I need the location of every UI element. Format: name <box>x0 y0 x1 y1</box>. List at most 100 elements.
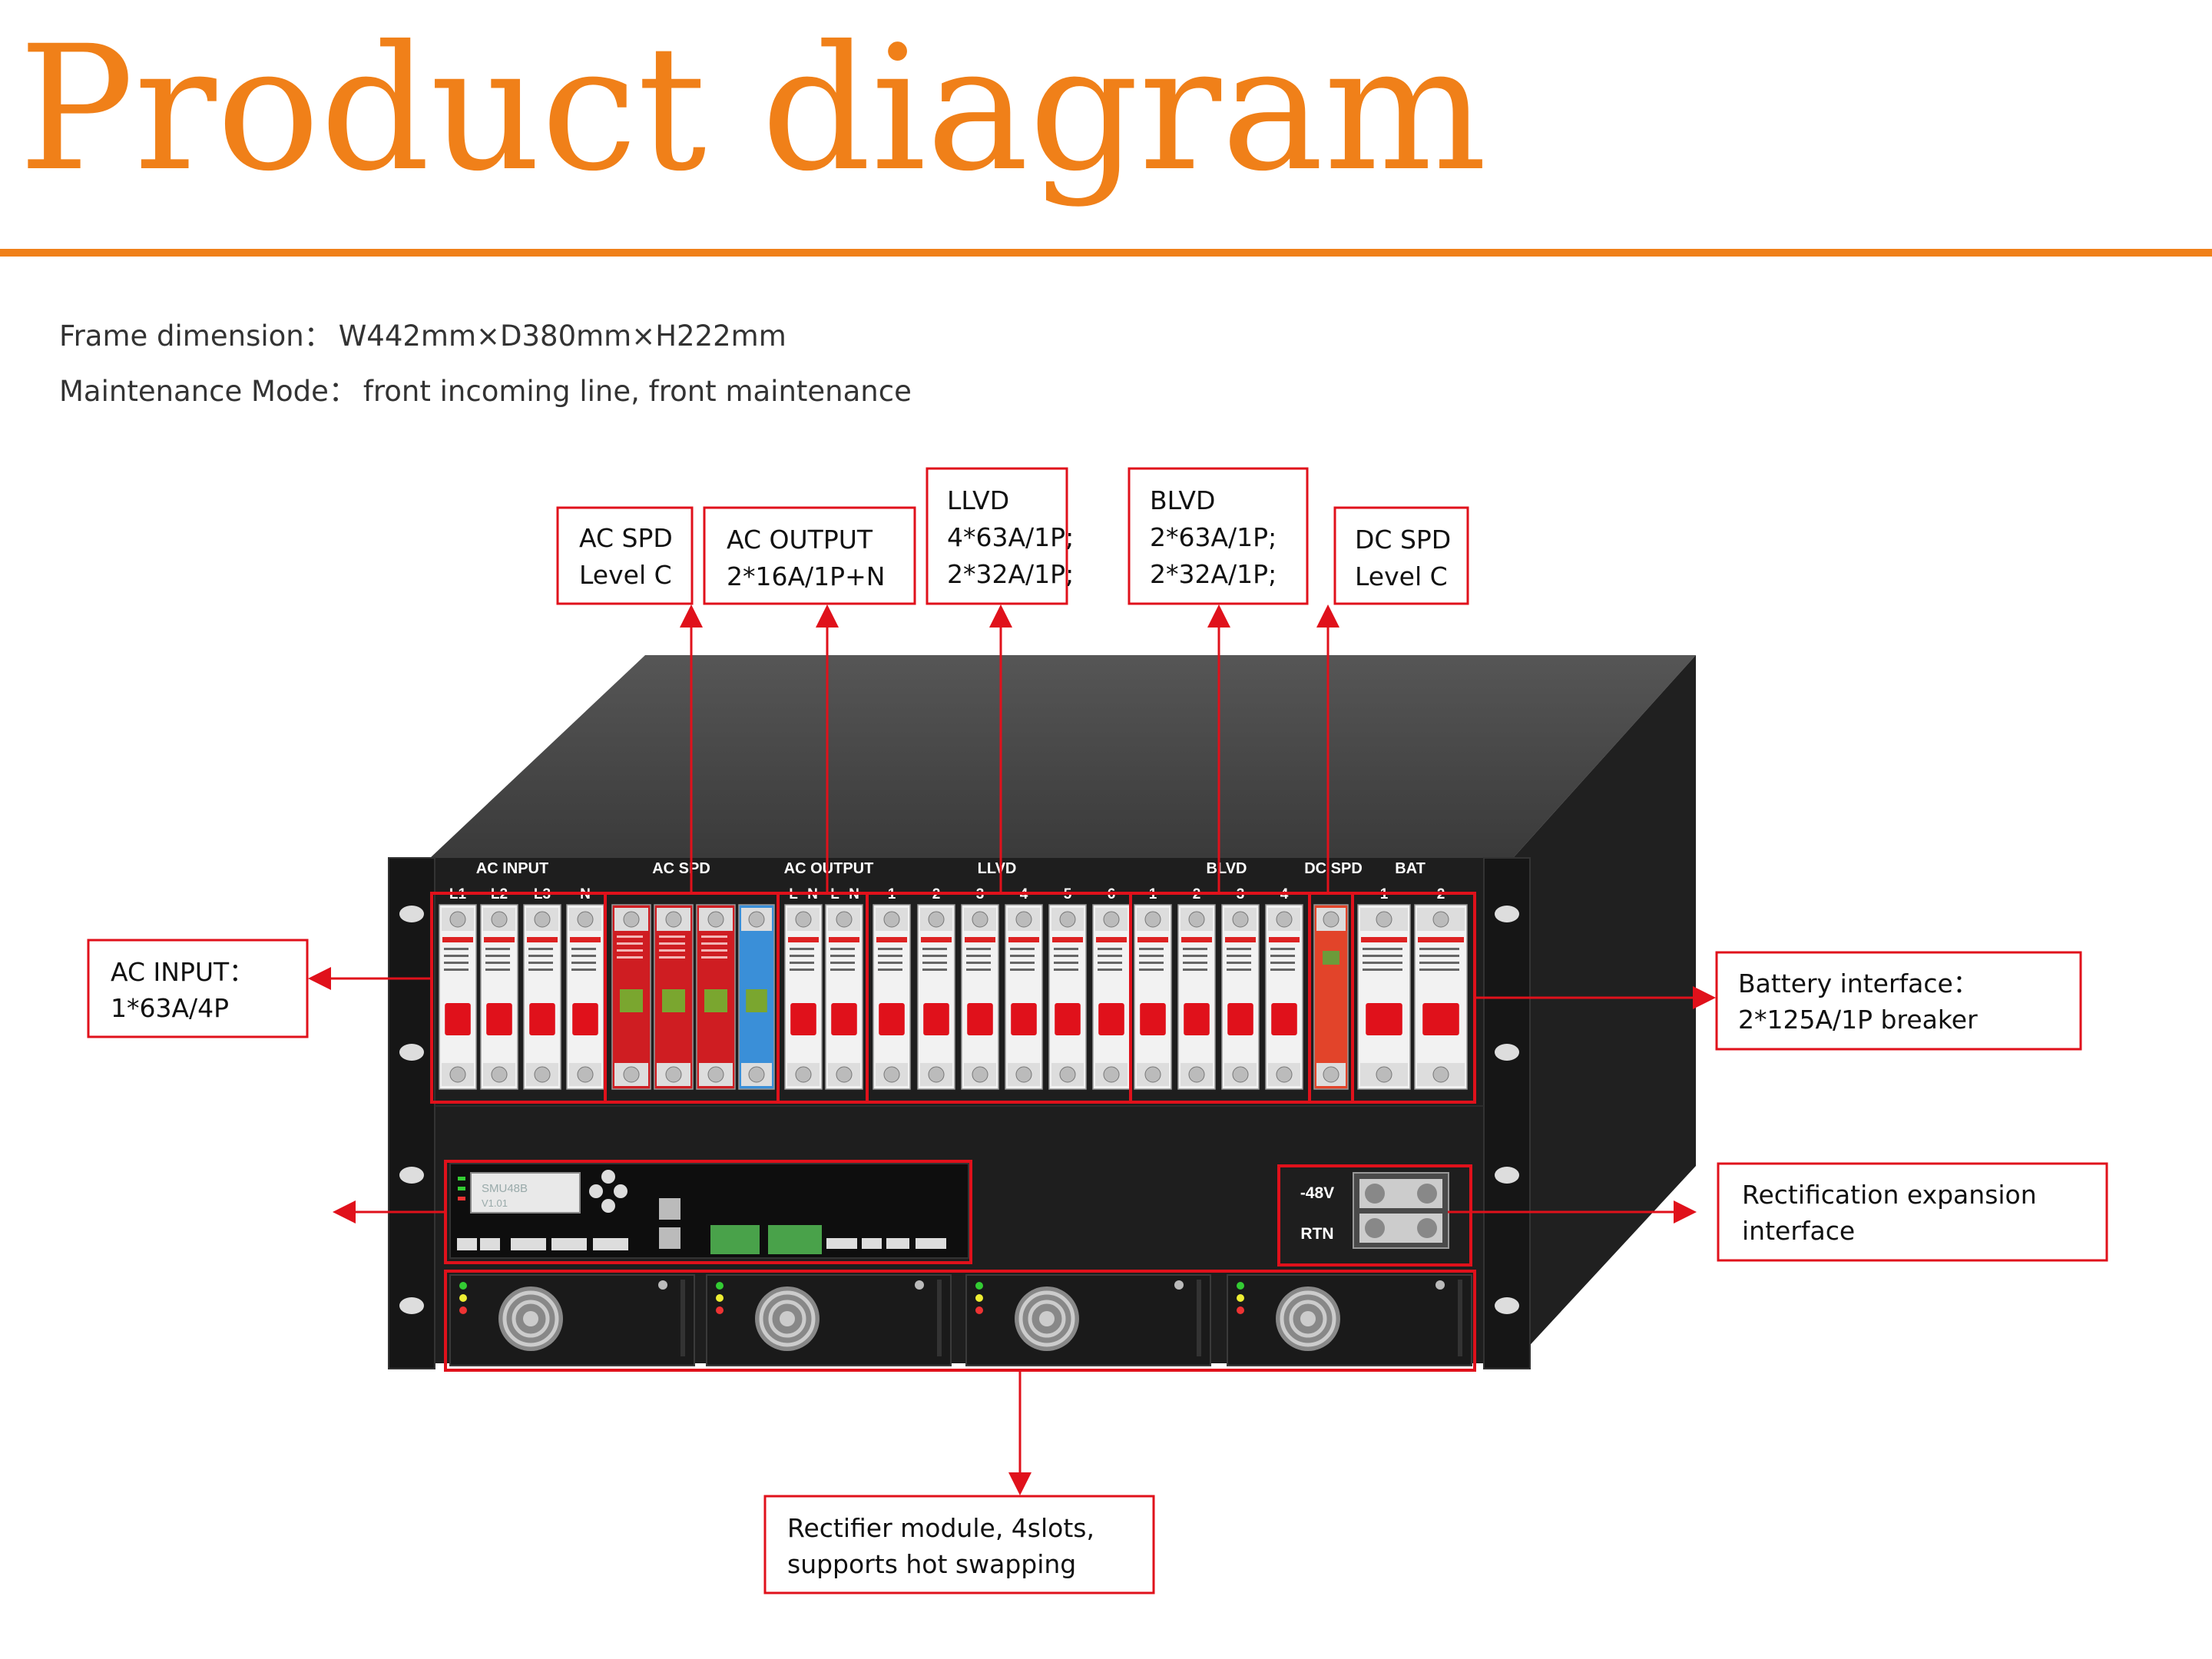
breaker-ac-input-1[interactable] <box>439 904 477 1090</box>
callout-line: 2*32A/1P; <box>1150 559 1277 589</box>
callout-line: AC SPD <box>579 523 673 553</box>
breaker-llvd-2[interactable] <box>917 904 955 1090</box>
callout-line: Level C <box>1355 561 1448 591</box>
spec-label: Maintenance Mode： <box>59 375 357 408</box>
breaker-blvd-3[interactable] <box>1221 904 1260 1090</box>
callout-line: AC OUTPUT <box>727 525 873 555</box>
breaker-llvd-6[interactable] <box>1092 904 1131 1090</box>
breaker-blvd-1[interactable] <box>1134 904 1172 1090</box>
panel-label-blvd: BLVD <box>1207 860 1247 877</box>
panel-label-dc-spd: DC SPD <box>1304 860 1363 877</box>
callout-line: 2*32A/1P; <box>947 559 1074 589</box>
fan-icon <box>1015 1286 1079 1351</box>
spd-module-3[interactable] <box>696 904 736 1090</box>
monitoring-unit: SMU48B V1.01 <box>449 1163 969 1259</box>
fan-icon <box>1276 1286 1340 1351</box>
breaker-ac-output-1[interactable] <box>784 904 823 1090</box>
callout-arrows <box>308 604 1716 1495</box>
label-rtn: RTN <box>1300 1225 1333 1243</box>
spec-value: W442mm×D380mm×H222mm <box>338 320 786 353</box>
fan-icon <box>498 1286 563 1351</box>
rack-ear-right <box>1483 857 1531 1369</box>
breaker-battery-2[interactable] <box>1414 904 1468 1090</box>
callout-line: LLVD <box>947 485 1009 515</box>
rack-holes <box>399 906 1519 1314</box>
callout-line: 2*125A/1P breaker <box>1738 1005 1978 1035</box>
callout-line: 1*63A/4P <box>111 993 229 1023</box>
breaker-ac-input-4[interactable] <box>566 904 604 1090</box>
spec-value: front incoming line, front maintenance <box>363 375 912 408</box>
ethernet-port-1[interactable] <box>659 1198 680 1220</box>
callout-line: Level C <box>579 560 672 590</box>
callout-ac-input: AC INPUT： 1*63A/4P <box>87 939 309 1038</box>
smu-display <box>470 1172 581 1214</box>
product-diagram: AC INPUT AC SPD AC OUTPUT LLVD BLVD DC S… <box>87 467 2108 1594</box>
callout-line: 2*63A/1P; <box>1150 522 1277 552</box>
spd-module-2[interactable] <box>654 904 694 1090</box>
breaker-llvd-3[interactable] <box>961 904 999 1090</box>
breaker-ac-input-2[interactable] <box>480 904 518 1090</box>
breaker-ac-output-2[interactable] <box>825 904 863 1090</box>
chassis-top <box>430 655 1696 858</box>
dc-spd-module[interactable] <box>1313 904 1349 1090</box>
rectifier-module-3[interactable] <box>965 1274 1211 1366</box>
callout-battery-interface: Battery interface： 2*125A/1P breaker <box>1715 951 2082 1051</box>
callout-rectification-expansion: Rectification expansion interface <box>1717 1162 2108 1262</box>
smu-keypad[interactable] <box>589 1170 628 1213</box>
callout-rectifier-module: Rectifier module, 4slots, supports hot s… <box>763 1495 1155 1594</box>
callout-line: BLVD <box>1150 485 1215 515</box>
spec-maintenance-mode: Maintenance Mode：front incoming line, fr… <box>59 368 912 409</box>
label-neg48v: -48V <box>1300 1184 1334 1202</box>
callouts: AC SPD Level C AC OUTPUT 2*16A/1P+N LLVD… <box>87 467 2108 1594</box>
panel-label-bat: BAT <box>1395 860 1426 877</box>
rack-ear-left <box>388 857 435 1369</box>
spd-module-1[interactable] <box>611 904 651 1090</box>
breaker-llvd-1[interactable] <box>873 904 911 1090</box>
callout-line: AC INPUT： <box>111 957 254 987</box>
panel-labels: AC INPUT AC SPD AC OUTPUT LLVD BLVD DC S… <box>476 860 1426 877</box>
callout-line: 2*16A/1P+N <box>727 561 885 591</box>
panel-label-ac-output: AC OUTPUT <box>784 860 874 877</box>
chassis-side <box>1513 655 1696 1363</box>
smu-version: V1.01 <box>482 1197 508 1209</box>
dc-terminal-block: -48V RTN <box>1300 1172 1449 1249</box>
spec-label: Frame dimension： <box>59 320 333 353</box>
smu-bottom-terminals <box>457 1238 628 1250</box>
panel-label-llvd: LLVD <box>978 860 1017 877</box>
callout-llvd: LLVD 4*63A/1P; 2*32A/1P; <box>926 467 1074 605</box>
callout-blvd: BLVD 2*63A/1P; 2*32A/1P; <box>1128 467 1309 605</box>
panel-label-ac-spd: AC SPD <box>652 860 710 877</box>
fan-icon <box>755 1286 820 1351</box>
callout-ac-output: AC OUTPUT 2*16A/1P+N <box>703 506 916 605</box>
breaker-blvd-4[interactable] <box>1265 904 1303 1090</box>
breaker-battery-1[interactable] <box>1357 904 1411 1090</box>
callout-line: supports hot swapping <box>787 1549 1076 1579</box>
spec-frame-dimension: Frame dimension：W442mm×D380mm×H222mm <box>59 313 786 354</box>
smu-status-leds <box>458 1177 465 1200</box>
callout-line: DC SPD <box>1355 525 1451 555</box>
callout-ac-spd: AC SPD Level C <box>556 506 694 605</box>
callout-dc-spd: DC SPD Level C <box>1333 506 1469 605</box>
callout-line: Rectification expansion <box>1742 1180 2037 1210</box>
breaker-ac-input-3[interactable] <box>523 904 561 1090</box>
rectifier-module-4[interactable] <box>1227 1274 1472 1366</box>
smu-model: SMU48B <box>482 1182 528 1195</box>
rectifier-slots <box>449 1274 1472 1366</box>
rectifier-module-1[interactable] <box>449 1274 695 1366</box>
rectifier-module-2[interactable] <box>706 1274 952 1366</box>
callout-line: interface <box>1742 1216 1855 1246</box>
ethernet-port-2[interactable] <box>659 1227 680 1249</box>
title-divider <box>0 249 2212 257</box>
breaker-llvd-5[interactable] <box>1048 904 1087 1090</box>
callout-line: Battery interface： <box>1738 969 1979 998</box>
page-title: Product diagram <box>18 8 1487 209</box>
breaker-row <box>439 904 1468 1090</box>
breaker-llvd-4[interactable] <box>1005 904 1043 1090</box>
callout-line: 4*63A/1P; <box>947 522 1074 552</box>
spd-module-4[interactable] <box>738 904 775 1090</box>
breaker-blvd-2[interactable] <box>1177 904 1216 1090</box>
io-terminal-block <box>710 1225 946 1254</box>
callout-line: Rectifier module, 4slots, <box>787 1513 1094 1543</box>
highlight-boxes <box>430 892 1476 1372</box>
panel-label-ac-input: AC INPUT <box>476 860 548 877</box>
